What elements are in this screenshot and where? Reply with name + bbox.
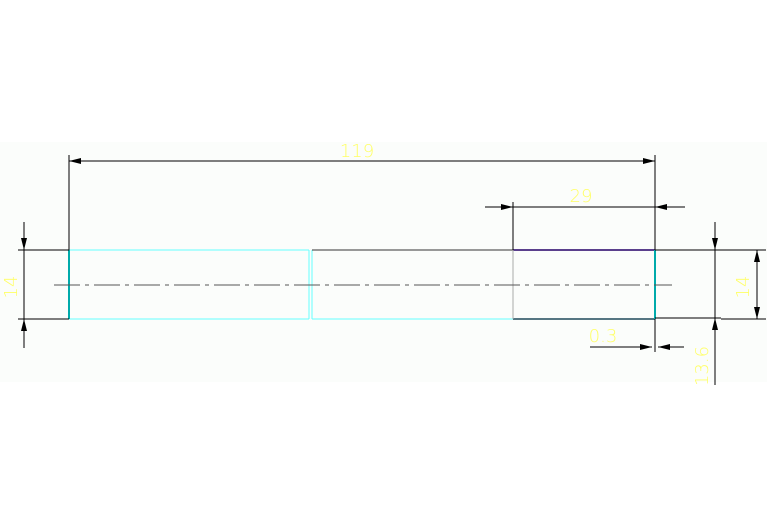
dimension-step-offset: 0.3 xyxy=(589,319,684,352)
dimension-label-29: 29 xyxy=(570,186,593,207)
dimension-label-119: 119 xyxy=(340,141,374,162)
dimension-left-height: 14 xyxy=(1,222,69,348)
dimension-overall-length: 119 xyxy=(68,141,656,250)
dimension-label-right-14: 14 xyxy=(733,276,754,299)
dimension-right-segment: 29 xyxy=(485,186,685,250)
dimension-label-left-14: 14 xyxy=(1,276,22,299)
shaft-body xyxy=(54,249,672,320)
dimension-label-13-6: 13.6 xyxy=(692,346,713,386)
dimension-right-height: 14 xyxy=(655,249,766,320)
dimension-label-0-3: 0.3 xyxy=(589,326,618,347)
dimension-reduced-height: 13.6 xyxy=(655,222,721,386)
drawing-panel xyxy=(0,142,767,382)
